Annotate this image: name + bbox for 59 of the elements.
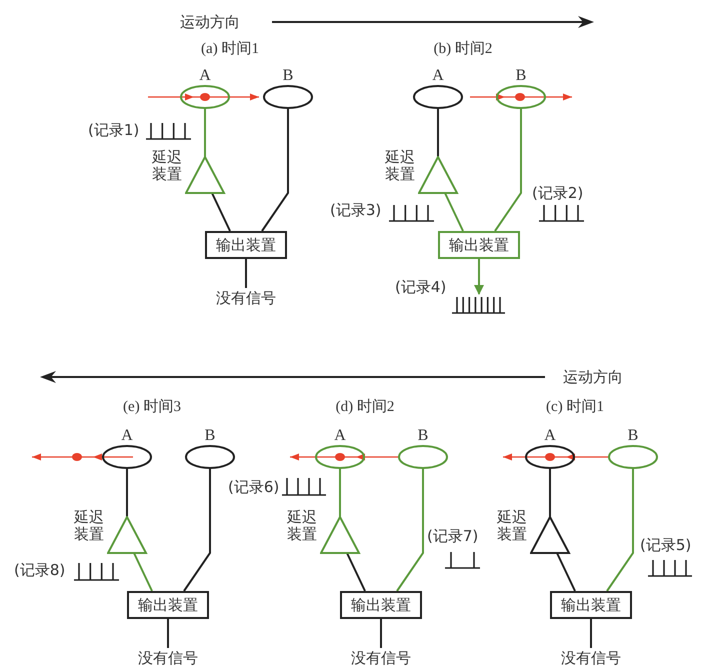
panel-title: (b) 时间2 [432, 40, 494, 58]
connector-line [380, 619, 382, 648]
connector-line [126, 468, 128, 517]
connector-line [494, 108, 522, 232]
output-text: 没有信号 [209, 289, 283, 307]
connector-line [261, 108, 289, 232]
sensor-label: A [198, 67, 212, 85]
panel-title: (e) 时间3 [122, 398, 182, 416]
output-text: 没有信号 [554, 649, 628, 667]
delay-label: 延迟装置 [74, 509, 105, 543]
connector-line [204, 108, 206, 157]
record-label: (记录8) [14, 561, 66, 579]
connector-line [183, 468, 211, 592]
connector-line [444, 192, 464, 232]
panel-title: (c) 时间1 [545, 398, 605, 416]
record-label: (记录4) [395, 278, 446, 296]
delay-label: 延迟装置 [287, 509, 318, 543]
panel-title: (d) 时间2 [334, 398, 396, 416]
connector-line [346, 552, 366, 592]
record-label: (记录3) [330, 201, 382, 219]
sensor-label: B [416, 427, 430, 445]
output-text: 没有信号 [131, 649, 205, 667]
connector-line [211, 192, 231, 232]
sensor-label: B [282, 67, 294, 85]
delay-label: 延迟装置 [385, 149, 416, 183]
record-label: (记录6) [228, 478, 280, 496]
direction-label: 运动方向 [180, 13, 240, 31]
sensor-label: A [543, 427, 557, 445]
connector-line [133, 552, 153, 592]
output-box: 输出装置 [340, 591, 422, 619]
connector-line [437, 108, 439, 157]
output-box: 输出装置 [127, 591, 209, 619]
direction-label: 运动方向 [563, 368, 623, 386]
output-box: 输出装置 [438, 231, 520, 259]
connector-line [590, 619, 592, 648]
output-text: 没有信号 [344, 649, 418, 667]
sensor-label: B [626, 427, 640, 445]
delay-label: 延迟装置 [152, 149, 183, 183]
connector-line [549, 468, 551, 517]
connector-line [556, 552, 576, 592]
record-label: (记录7) [427, 527, 478, 545]
record-label: (记录2) [532, 184, 584, 202]
connector-line [167, 619, 169, 648]
sensor-label: B [204, 427, 216, 445]
delay-label: 延迟装置 [497, 509, 528, 543]
connector-line [606, 468, 634, 592]
sensor-label: A [431, 67, 445, 85]
output-box: 输出装置 [550, 591, 632, 619]
sensor-label: B [514, 67, 528, 85]
sensor-label: A [120, 427, 134, 445]
panel-title: (a) 时间1 [200, 40, 260, 58]
connector-line [339, 468, 341, 517]
connector-line [396, 468, 424, 592]
connector-line [245, 259, 247, 288]
sensor-label: A [333, 427, 347, 445]
record-label: (记录1) [88, 121, 140, 139]
output-box: 输出装置 [205, 231, 287, 259]
record-label: (记录5) [640, 536, 692, 554]
arrow [474, 259, 484, 295]
